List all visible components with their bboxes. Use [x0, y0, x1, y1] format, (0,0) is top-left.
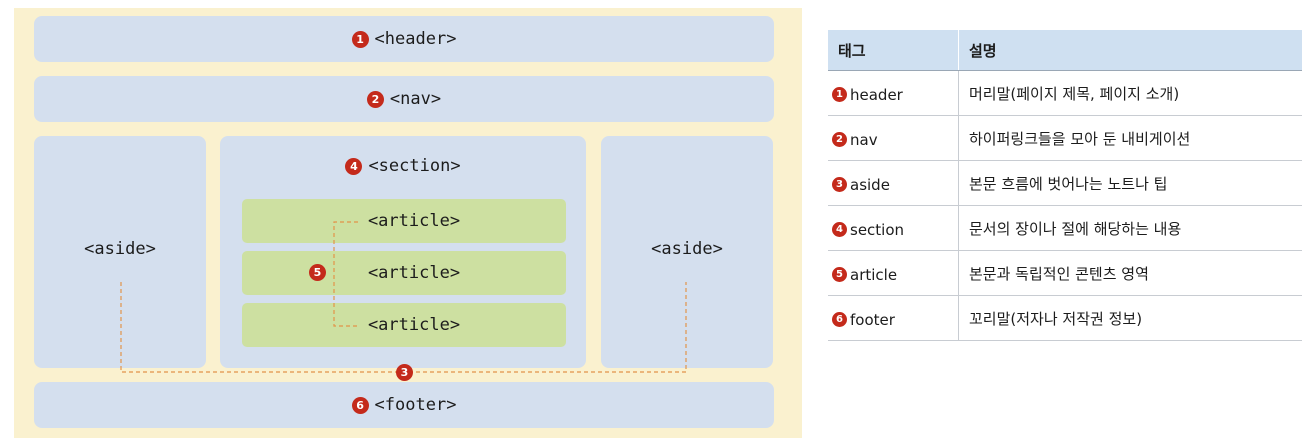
article-box: <article> — [242, 199, 566, 243]
nav-box: 2 <nav> — [34, 76, 774, 122]
row-tag-name: nav — [850, 130, 878, 149]
row-number-badge: 3 — [832, 177, 847, 192]
row-description: 하이퍼링크들을 모아 둔 내비게이션 — [958, 115, 1302, 161]
aside-left-box: <aside> — [34, 136, 206, 368]
row-tag-name: aside — [850, 175, 890, 194]
aside-right-box: <aside> — [601, 136, 773, 368]
row-description: 문서의 장이나 절에 해당하는 내용 — [958, 205, 1302, 251]
article-label: <article> — [367, 211, 461, 231]
row-tag-name: section — [850, 220, 905, 239]
article-box: <article> — [242, 251, 566, 295]
article-number-badge: 5 — [309, 264, 326, 281]
row-description: 본문 흐름에 벗어나는 노트나 팁 — [958, 160, 1302, 206]
aside-right-label: <aside> — [651, 239, 723, 259]
row-description: 본문과 독립적인 콘텐츠 영역 — [958, 250, 1302, 296]
row-number-badge: 4 — [832, 222, 847, 237]
row-number-badge: 6 — [832, 312, 847, 327]
row-tag-name: footer — [850, 310, 895, 329]
row-number-badge: 5 — [832, 267, 847, 282]
footer-box: 6 <footer> — [34, 382, 774, 428]
row-description: 꼬리말(저자나 저작권 정보) — [958, 295, 1302, 341]
header-box-label: <header> — [374, 29, 457, 49]
row-tag-name: header — [850, 85, 903, 104]
column-header-tag: 태그 — [828, 30, 959, 71]
row-number-badge: 2 — [832, 132, 847, 147]
header-box: 1 <header> — [34, 16, 774, 62]
article-label: <article> — [367, 263, 461, 283]
row-number-badge: 1 — [832, 87, 847, 102]
section-box-label: <section> — [368, 156, 461, 176]
header-number-badge: 1 — [351, 30, 369, 48]
row-description: 머리말(페이지 제목, 페이지 소개) — [958, 70, 1302, 116]
section-number-badge: 4 — [345, 157, 363, 175]
article-label: <article> — [367, 315, 461, 335]
footer-number-badge: 6 — [351, 396, 369, 414]
aside-left-label: <aside> — [84, 239, 156, 259]
table-header-row: 태그 설명 — [828, 30, 1302, 71]
nav-number-badge: 2 — [366, 90, 384, 108]
row-tag-name: article — [850, 265, 898, 284]
nav-box-label: <nav> — [389, 89, 442, 109]
article-box: <article> — [242, 303, 566, 347]
column-header-description: 설명 — [958, 30, 1302, 71]
footer-box-label: <footer> — [374, 395, 457, 415]
aside-number-badge: 3 — [396, 364, 413, 381]
